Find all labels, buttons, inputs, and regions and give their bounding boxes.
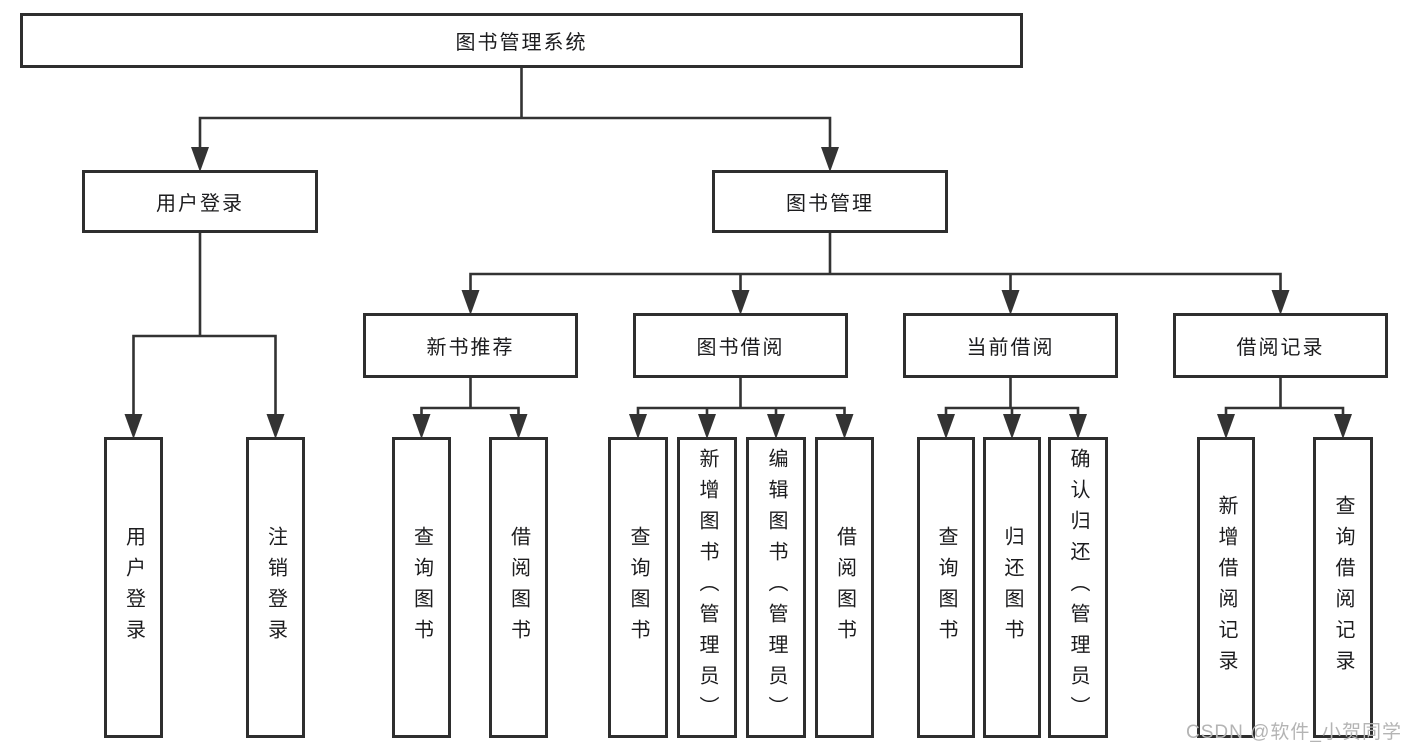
node-label: 编辑图书（管理员）	[765, 448, 787, 727]
node-label: 新增借阅记录	[1215, 494, 1237, 681]
node-label: 借阅图书	[833, 525, 856, 650]
node-add-books-admin: 新增图书（管理员）	[677, 437, 737, 738]
node-borrow-records: 借阅记录	[1173, 313, 1388, 378]
node-current-borrow: 当前借阅	[903, 313, 1118, 378]
node-label: 查询图书	[410, 525, 433, 650]
node-label: 用户登录	[122, 525, 145, 650]
node-user-login: 用户登录	[82, 170, 318, 233]
node-query-books-current: 查询图书	[917, 437, 975, 738]
node-label: 确认归还（管理员）	[1067, 448, 1089, 727]
node-label: 图书管理系统	[455, 32, 588, 54]
node-root: 图书管理系统	[20, 13, 1023, 68]
node-confirm-return-admin: 确认归还（管理员）	[1048, 437, 1108, 738]
node-book-management: 图书管理	[712, 170, 948, 233]
node-edit-books-admin: 编辑图书（管理员）	[746, 437, 806, 738]
node-label: 新增图书（管理员）	[696, 448, 718, 727]
node-book-borrow: 图书借阅	[633, 313, 848, 378]
node-logout-leaf: 注销登录	[246, 437, 305, 738]
node-label: 图书借阅	[696, 337, 785, 359]
node-label: 借阅图书	[507, 525, 530, 650]
node-label: 当前借阅	[966, 337, 1055, 359]
watermark: CSDN @软件_小贺同学	[1186, 722, 1402, 743]
node-return-books: 归还图书	[983, 437, 1041, 738]
node-label: 注销登录	[264, 525, 287, 650]
node-new-book-recommend: 新书推荐	[363, 313, 578, 378]
node-borrow-books-new: 借阅图书	[489, 437, 548, 738]
node-query-borrow-record: 查询借阅记录	[1313, 437, 1373, 738]
node-label: 新书推荐	[426, 337, 515, 359]
node-label: 查询图书	[627, 525, 649, 650]
node-label: 用户登录	[156, 193, 244, 215]
node-label: 图书管理	[786, 193, 874, 215]
node-query-books-borrow: 查询图书	[608, 437, 668, 738]
node-label: 查询借阅记录	[1332, 494, 1354, 681]
node-label: 借阅记录	[1236, 337, 1325, 359]
node-borrow-books-borrow: 借阅图书	[815, 437, 874, 738]
node-label: 查询图书	[935, 525, 957, 650]
node-query-books-new: 查询图书	[392, 437, 451, 738]
node-label: 归还图书	[1001, 525, 1023, 650]
node-user-login-leaf: 用户登录	[104, 437, 163, 738]
node-add-borrow-record: 新增借阅记录	[1197, 437, 1255, 738]
